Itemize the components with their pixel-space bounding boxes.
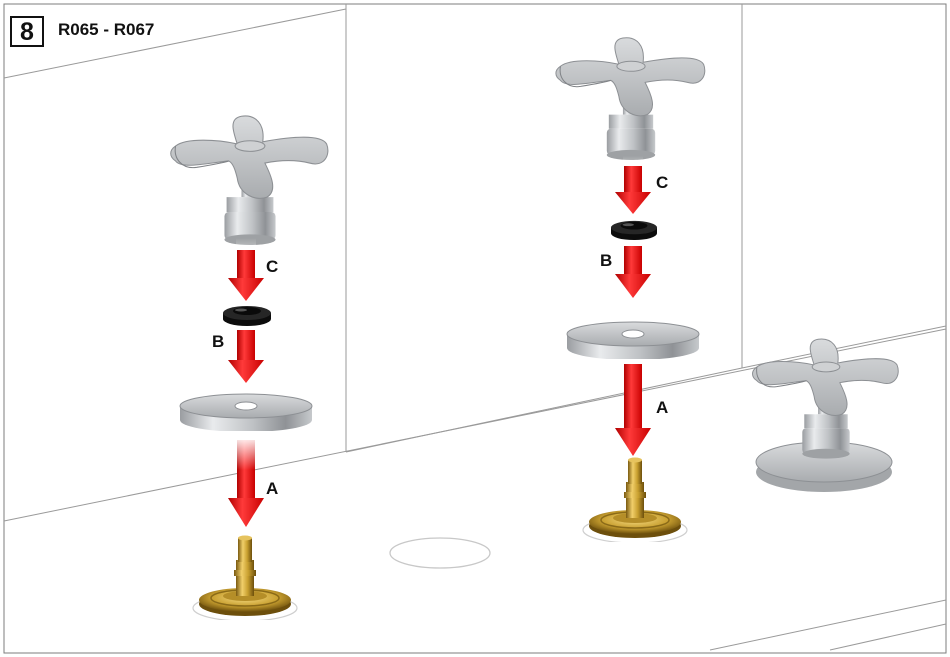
right-callout-c: C [656,173,668,192]
center-hole-outline [389,537,491,569]
step-title: R065 - R067 [58,20,155,39]
right-flange-disc-icon [566,321,700,359]
right-cross-handle-icon [555,37,706,160]
left-brass-valve-icon [192,534,298,620]
right-arrow-b [615,246,651,298]
right-callout-a: A [656,398,668,417]
right-arrow-c [615,156,651,214]
assembled-handle [752,338,899,492]
right-callout-b: B [600,251,612,270]
left-arrow-b [228,330,264,383]
right-arrow-a [615,364,651,456]
left-callout-b: B [212,332,224,351]
background-lines [3,3,947,654]
left-callout-c: C [266,257,278,276]
left-callout-a: A [266,479,278,498]
right-washer-icon [611,220,657,241]
left-arrow-a [228,436,264,527]
step-number-box: 8 [10,16,44,47]
right-brass-valve-icon [582,456,688,542]
left-flange-disc-icon [179,393,313,431]
left-cross-handle-icon [170,115,329,245]
left-arrow-c [228,238,264,301]
left-washer-icon [223,306,271,326]
assembled-cross-handle-icon [752,338,899,460]
